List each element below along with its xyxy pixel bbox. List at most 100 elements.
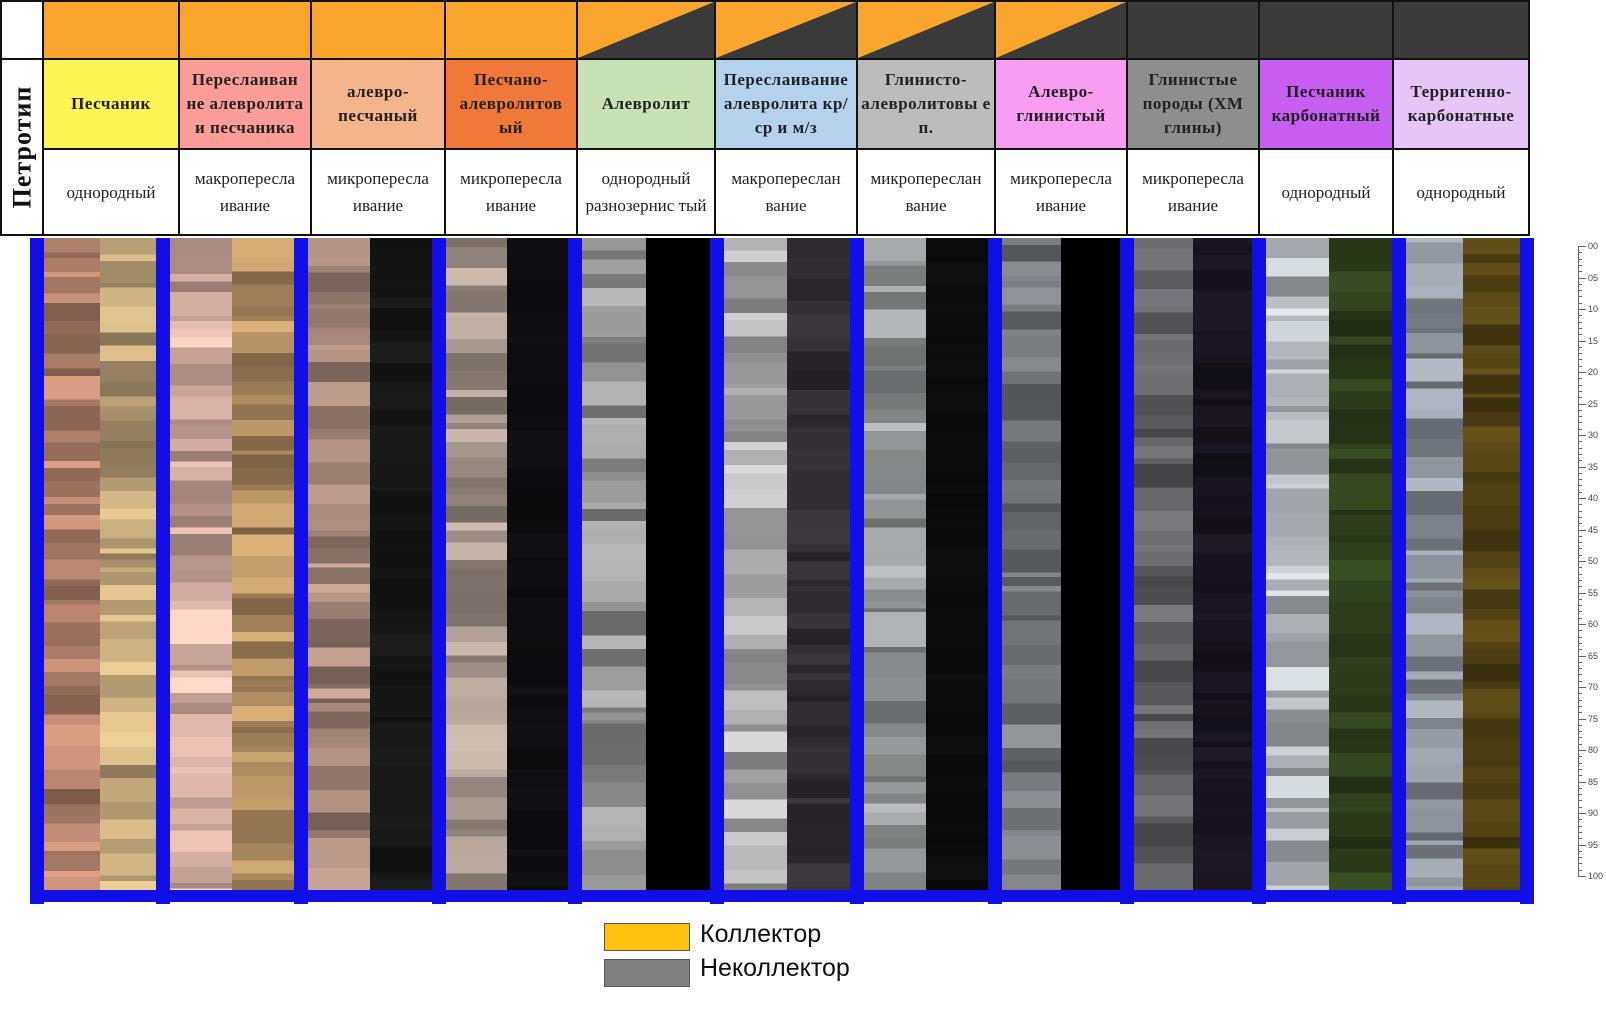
depth-scale-tick: [1578, 491, 1582, 493]
petrotype-name: Песчаник карбонатный: [1271, 82, 1381, 125]
depth-scale-tick: [1578, 290, 1582, 292]
core-frame-divider: [710, 238, 724, 904]
depth-scale-tick: [1578, 453, 1582, 455]
depth-scale-label: 50: [1588, 556, 1599, 566]
depth-scale-label: 100: [1588, 871, 1604, 881]
depth-scale-tick: [1578, 813, 1586, 814]
petrotype-name: Глинисто- алевролитовы е п.: [861, 70, 991, 137]
depth-scale-tick: [1578, 579, 1582, 581]
depth-scale-tick: [1578, 850, 1582, 852]
depth-scale-tick: [1578, 825, 1582, 827]
petrotype-structure: микропересла ивание: [1010, 169, 1112, 215]
depth-scale-tick: [1578, 724, 1582, 726]
petrotype-name: Песчаник: [71, 94, 151, 113]
depth-scale-tick: [1578, 466, 1586, 468]
legend-collector-swatch: [604, 923, 690, 951]
depth-scale-tick: [1578, 264, 1582, 266]
legend-collector-label: Коллектор: [700, 920, 822, 948]
petrotype-name-cell: Терригенно- карбонатные: [1394, 60, 1530, 150]
depth-scale-tick: [1578, 624, 1586, 625]
collector-indicator-cell: [578, 0, 716, 60]
depth-scale-tick: [1578, 498, 1586, 499]
depth-scale-tick: [1578, 353, 1582, 355]
core-photo-uv: [1329, 238, 1392, 890]
depth-scale-tick: [1578, 693, 1582, 695]
depth-scale-tick: [1578, 787, 1582, 789]
petrotype-structure: микропереслан вание: [870, 169, 982, 215]
petrotype-name: Терригенно- карбонатные: [1407, 82, 1515, 125]
petrotype-structure: макропересла ивание: [194, 169, 296, 215]
petrotype-name: Переслаиван не алевролита и песчаника: [186, 70, 304, 137]
depth-scale-label: 80: [1588, 745, 1599, 755]
depth-scale-tick: [1578, 674, 1582, 676]
depth-scale-label: 95: [1588, 839, 1599, 850]
depth-scale-tick: [1578, 283, 1582, 285]
depth-scale-tick: [1578, 611, 1582, 613]
depth-scale-tick: [1578, 384, 1582, 386]
core-photo-daylight: [1266, 238, 1329, 890]
petrotype-name-cell: Глинистые породы (ХМ глины): [1128, 60, 1260, 150]
petrotype-name: Глинистые породы (ХМ глины): [1142, 70, 1244, 137]
petrotype-structure-cell: микропересла ивание: [1128, 150, 1260, 236]
petrotype-structure: микропересла ивание: [1142, 169, 1244, 215]
partial-collector-triangle: [716, 2, 856, 58]
depth-scale-tick: [1578, 718, 1586, 720]
depth-scale-tick: [1578, 705, 1582, 707]
depth-scale-label: 90: [1588, 808, 1599, 818]
depth-scale-tick: [1578, 561, 1586, 562]
depth-scale-label: 05: [1588, 272, 1599, 283]
petrotype-structure: макропереслан вание: [731, 169, 841, 215]
depth-scale-label: 85: [1588, 776, 1599, 787]
depth-scale-tick: [1578, 409, 1582, 411]
depth-scale-tick: [1578, 416, 1582, 418]
core-photo-daylight: [582, 238, 646, 890]
petrotype-row-label: Петротип: [0, 60, 44, 236]
depth-scale-tick: [1578, 548, 1582, 550]
depth-scale-tick: [1578, 472, 1582, 474]
petrotype-name-cell: Алевролит: [578, 60, 716, 150]
depth-scale-tick: [1578, 636, 1582, 638]
core-photo-daylight: [1002, 238, 1061, 890]
petrotype-structure: микропересла ивание: [327, 169, 429, 215]
collector-indicator-cell: [1128, 0, 1260, 60]
collector-indicator-cell: [858, 0, 996, 60]
depth-scale-tick: [1578, 844, 1586, 846]
core-photo-daylight: [1406, 238, 1463, 890]
petrotype-label-text: Петротип: [7, 85, 37, 209]
core-photo-uv: [646, 238, 710, 890]
table-corner-cell: [0, 0, 44, 60]
depth-scale-tick: [1578, 397, 1582, 399]
petrotype-name-cell: Переслаиван не алевролита и песчаника: [180, 60, 312, 150]
petrotype-structure: однородный разнозернис тый: [585, 169, 707, 215]
depth-scale-tick: [1578, 460, 1582, 462]
core-frame-divider: [432, 238, 446, 904]
depth-scale-tick: [1578, 680, 1582, 682]
depth-scale-tick: [1578, 516, 1582, 518]
core-frame-divider: [1120, 238, 1134, 904]
collector-indicator-cell: [716, 0, 858, 60]
collector-indicator-cell: [1394, 0, 1530, 60]
core-frame-bottom: [36, 890, 1534, 902]
collector-indicator-cell: [180, 0, 312, 60]
depth-scale-tick: [1578, 605, 1582, 607]
depth-scale-label: 25: [1588, 398, 1599, 409]
depth-scale-tick: [1578, 252, 1582, 254]
core-frame-divider: [1392, 238, 1406, 904]
depth-scale-tick: [1578, 831, 1582, 833]
depth-scale-tick: [1578, 510, 1582, 512]
depth-scale-tick: [1578, 655, 1586, 657]
depth-scale-label: 15: [1588, 335, 1599, 346]
depth-scale-label: 00: [1588, 241, 1599, 251]
depth-scale-tick: [1578, 378, 1582, 380]
partial-collector-triangle: [578, 2, 714, 58]
petrotype-structure-cell: однородный разнозернис тый: [578, 150, 716, 236]
depth-scale-tick: [1578, 806, 1582, 808]
petrotype-structure: однородный: [1416, 182, 1506, 202]
petrotype-name-cell: Песчаник: [44, 60, 180, 150]
depth-scale-label: 35: [1588, 461, 1599, 472]
core-photo-daylight: [44, 238, 100, 890]
depth-scale-label: 60: [1588, 619, 1599, 629]
depth-scale-tick: [1578, 422, 1582, 424]
core-photo-uv: [370, 238, 432, 890]
